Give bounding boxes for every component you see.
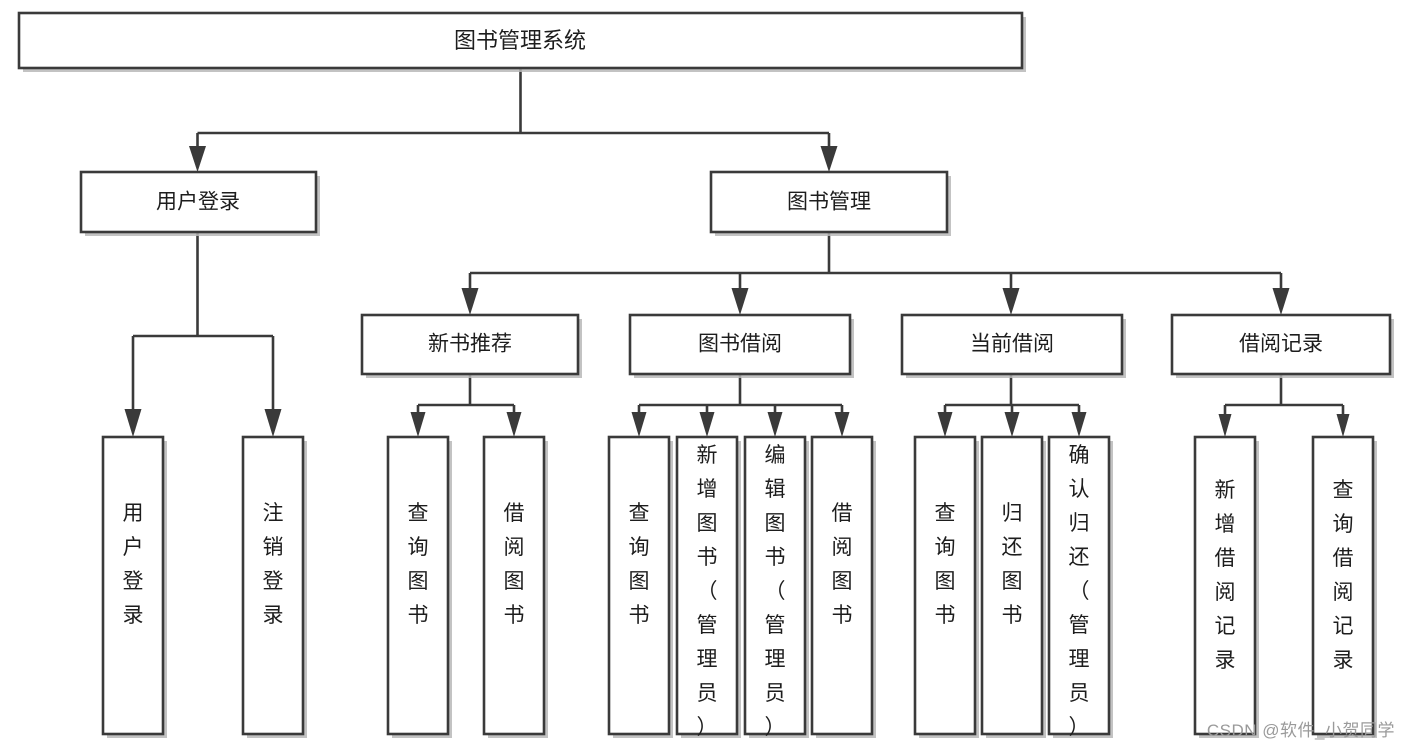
leaf-box bbox=[675, 435, 739, 736]
arrow-query-record bbox=[1336, 414, 1350, 437]
arrow-new-book-rec bbox=[461, 288, 479, 315]
leaf-node-query-book-recommend[interactable]: 查询图书 bbox=[386, 435, 452, 738]
arrow-book-mgmt bbox=[820, 146, 838, 172]
leaf-box bbox=[1311, 435, 1375, 736]
arrow-return-book bbox=[1004, 412, 1020, 437]
leaf-label: 注销登录 bbox=[263, 502, 284, 627]
new-book-rec-box bbox=[360, 313, 580, 376]
root-box bbox=[17, 11, 1024, 70]
leaf-box bbox=[1047, 435, 1111, 736]
node-book-management[interactable]: 图书管理 bbox=[709, 170, 951, 236]
arrow-current-borrow bbox=[1002, 288, 1020, 315]
book-borrow-label: 图书借阅 bbox=[698, 333, 782, 356]
arrow-borrow-record bbox=[1272, 288, 1290, 315]
root-label: 图书管理系统 bbox=[454, 28, 586, 53]
current-borrow-box bbox=[900, 313, 1124, 376]
arrow-user-login bbox=[189, 146, 206, 172]
arrow-query-book-c bbox=[937, 412, 953, 437]
current-borrow-label: 当前借阅 bbox=[970, 333, 1054, 356]
node-book-borrow[interactable]: 图书借阅 bbox=[628, 313, 854, 378]
leaf-node-user-login[interactable]: 用户登录 bbox=[101, 435, 167, 738]
node-borrow-record[interactable]: 借阅记录 bbox=[1170, 313, 1394, 378]
arrow-confirm-return bbox=[1071, 412, 1087, 437]
arrow-leaf-logout bbox=[264, 409, 282, 437]
arrow-borrow-book-a bbox=[506, 412, 522, 437]
new-book-rec-label: 新书推荐 bbox=[428, 333, 512, 356]
leaf-box bbox=[101, 435, 165, 736]
arrow-query-book-b bbox=[631, 412, 647, 437]
leaf-label: 借阅图书 bbox=[832, 502, 853, 627]
leaf-label: 新增图书（管理员） bbox=[697, 444, 718, 739]
leaf-node-borrow-book[interactable]: 借阅图书 bbox=[810, 435, 876, 738]
leaf-node-query-book-current[interactable]: 查询图书 bbox=[913, 435, 979, 738]
user-login-label: 用户登录 bbox=[156, 191, 240, 214]
leaf-node-query-borrow-record[interactable]: 查询借阅记录 bbox=[1311, 435, 1377, 738]
connector-layer bbox=[124, 68, 1350, 437]
leaf-label: 编辑图书（管理员） bbox=[765, 444, 786, 739]
arrow-query-book-a bbox=[410, 412, 426, 437]
node-layer: 图书管理系统 用户登录 图书管理 新书推荐 bbox=[17, 11, 1394, 739]
leaf-label: 归还图书 bbox=[1002, 502, 1023, 627]
node-new-book-recommend[interactable]: 新书推荐 bbox=[360, 313, 582, 378]
leaf-node-add-book[interactable]: 新增图书（管理员） bbox=[675, 435, 741, 739]
user-login-box bbox=[79, 170, 318, 234]
leaf-label: 查询图书 bbox=[408, 502, 429, 627]
leaf-node-query-book-borrow[interactable]: 查询图书 bbox=[607, 435, 673, 738]
leaf-box bbox=[1193, 435, 1257, 736]
arrow-edit-book bbox=[767, 412, 783, 437]
leaf-box bbox=[241, 435, 305, 736]
leaf-node-add-borrow-record[interactable]: 新增借阅记录 bbox=[1193, 435, 1259, 738]
leaf-node-borrow-book-recommend[interactable]: 借阅图书 bbox=[482, 435, 548, 738]
node-current-borrow[interactable]: 当前借阅 bbox=[900, 313, 1126, 378]
book-borrow-box bbox=[628, 313, 852, 376]
book-mgmt-label: 图书管理 bbox=[787, 191, 871, 214]
leaf-box bbox=[482, 435, 546, 736]
leaf-label: 新增借阅记录 bbox=[1215, 479, 1236, 672]
leaf-box bbox=[607, 435, 671, 736]
leaf-label: 查询图书 bbox=[935, 502, 956, 627]
leaf-node-return-book[interactable]: 归还图书 bbox=[980, 435, 1046, 738]
arrow-add-book bbox=[699, 412, 715, 437]
leaf-label: 借阅图书 bbox=[504, 502, 525, 627]
leaf-box bbox=[980, 435, 1044, 736]
arrow-book-borrow bbox=[731, 288, 749, 315]
leaf-label: 确认归还（管理员） bbox=[1069, 444, 1090, 739]
borrow-record-label: 借阅记录 bbox=[1239, 333, 1323, 356]
arrow-leaf-user-login bbox=[124, 409, 142, 437]
leaf-box bbox=[810, 435, 874, 736]
arrow-borrow-book-b bbox=[834, 412, 850, 437]
leaf-box bbox=[913, 435, 977, 736]
arrow-add-record bbox=[1218, 414, 1232, 437]
leaf-node-confirm-return[interactable]: 确认归还（管理员） bbox=[1047, 435, 1113, 739]
leaf-label: 查询借阅记录 bbox=[1333, 479, 1354, 672]
leaf-label: 用户登录 bbox=[123, 502, 144, 627]
node-system-root[interactable]: 图书管理系统 bbox=[17, 11, 1026, 72]
leaf-node-edit-book[interactable]: 编辑图书（管理员） bbox=[743, 435, 809, 739]
leaf-box bbox=[743, 435, 807, 736]
node-user-login[interactable]: 用户登录 bbox=[79, 170, 320, 236]
leaf-box bbox=[386, 435, 450, 736]
leaf-label: 查询图书 bbox=[629, 502, 650, 627]
book-mgmt-box bbox=[709, 170, 949, 234]
leaf-node-logout[interactable]: 注销登录 bbox=[241, 435, 307, 738]
borrow-record-box bbox=[1170, 313, 1392, 376]
